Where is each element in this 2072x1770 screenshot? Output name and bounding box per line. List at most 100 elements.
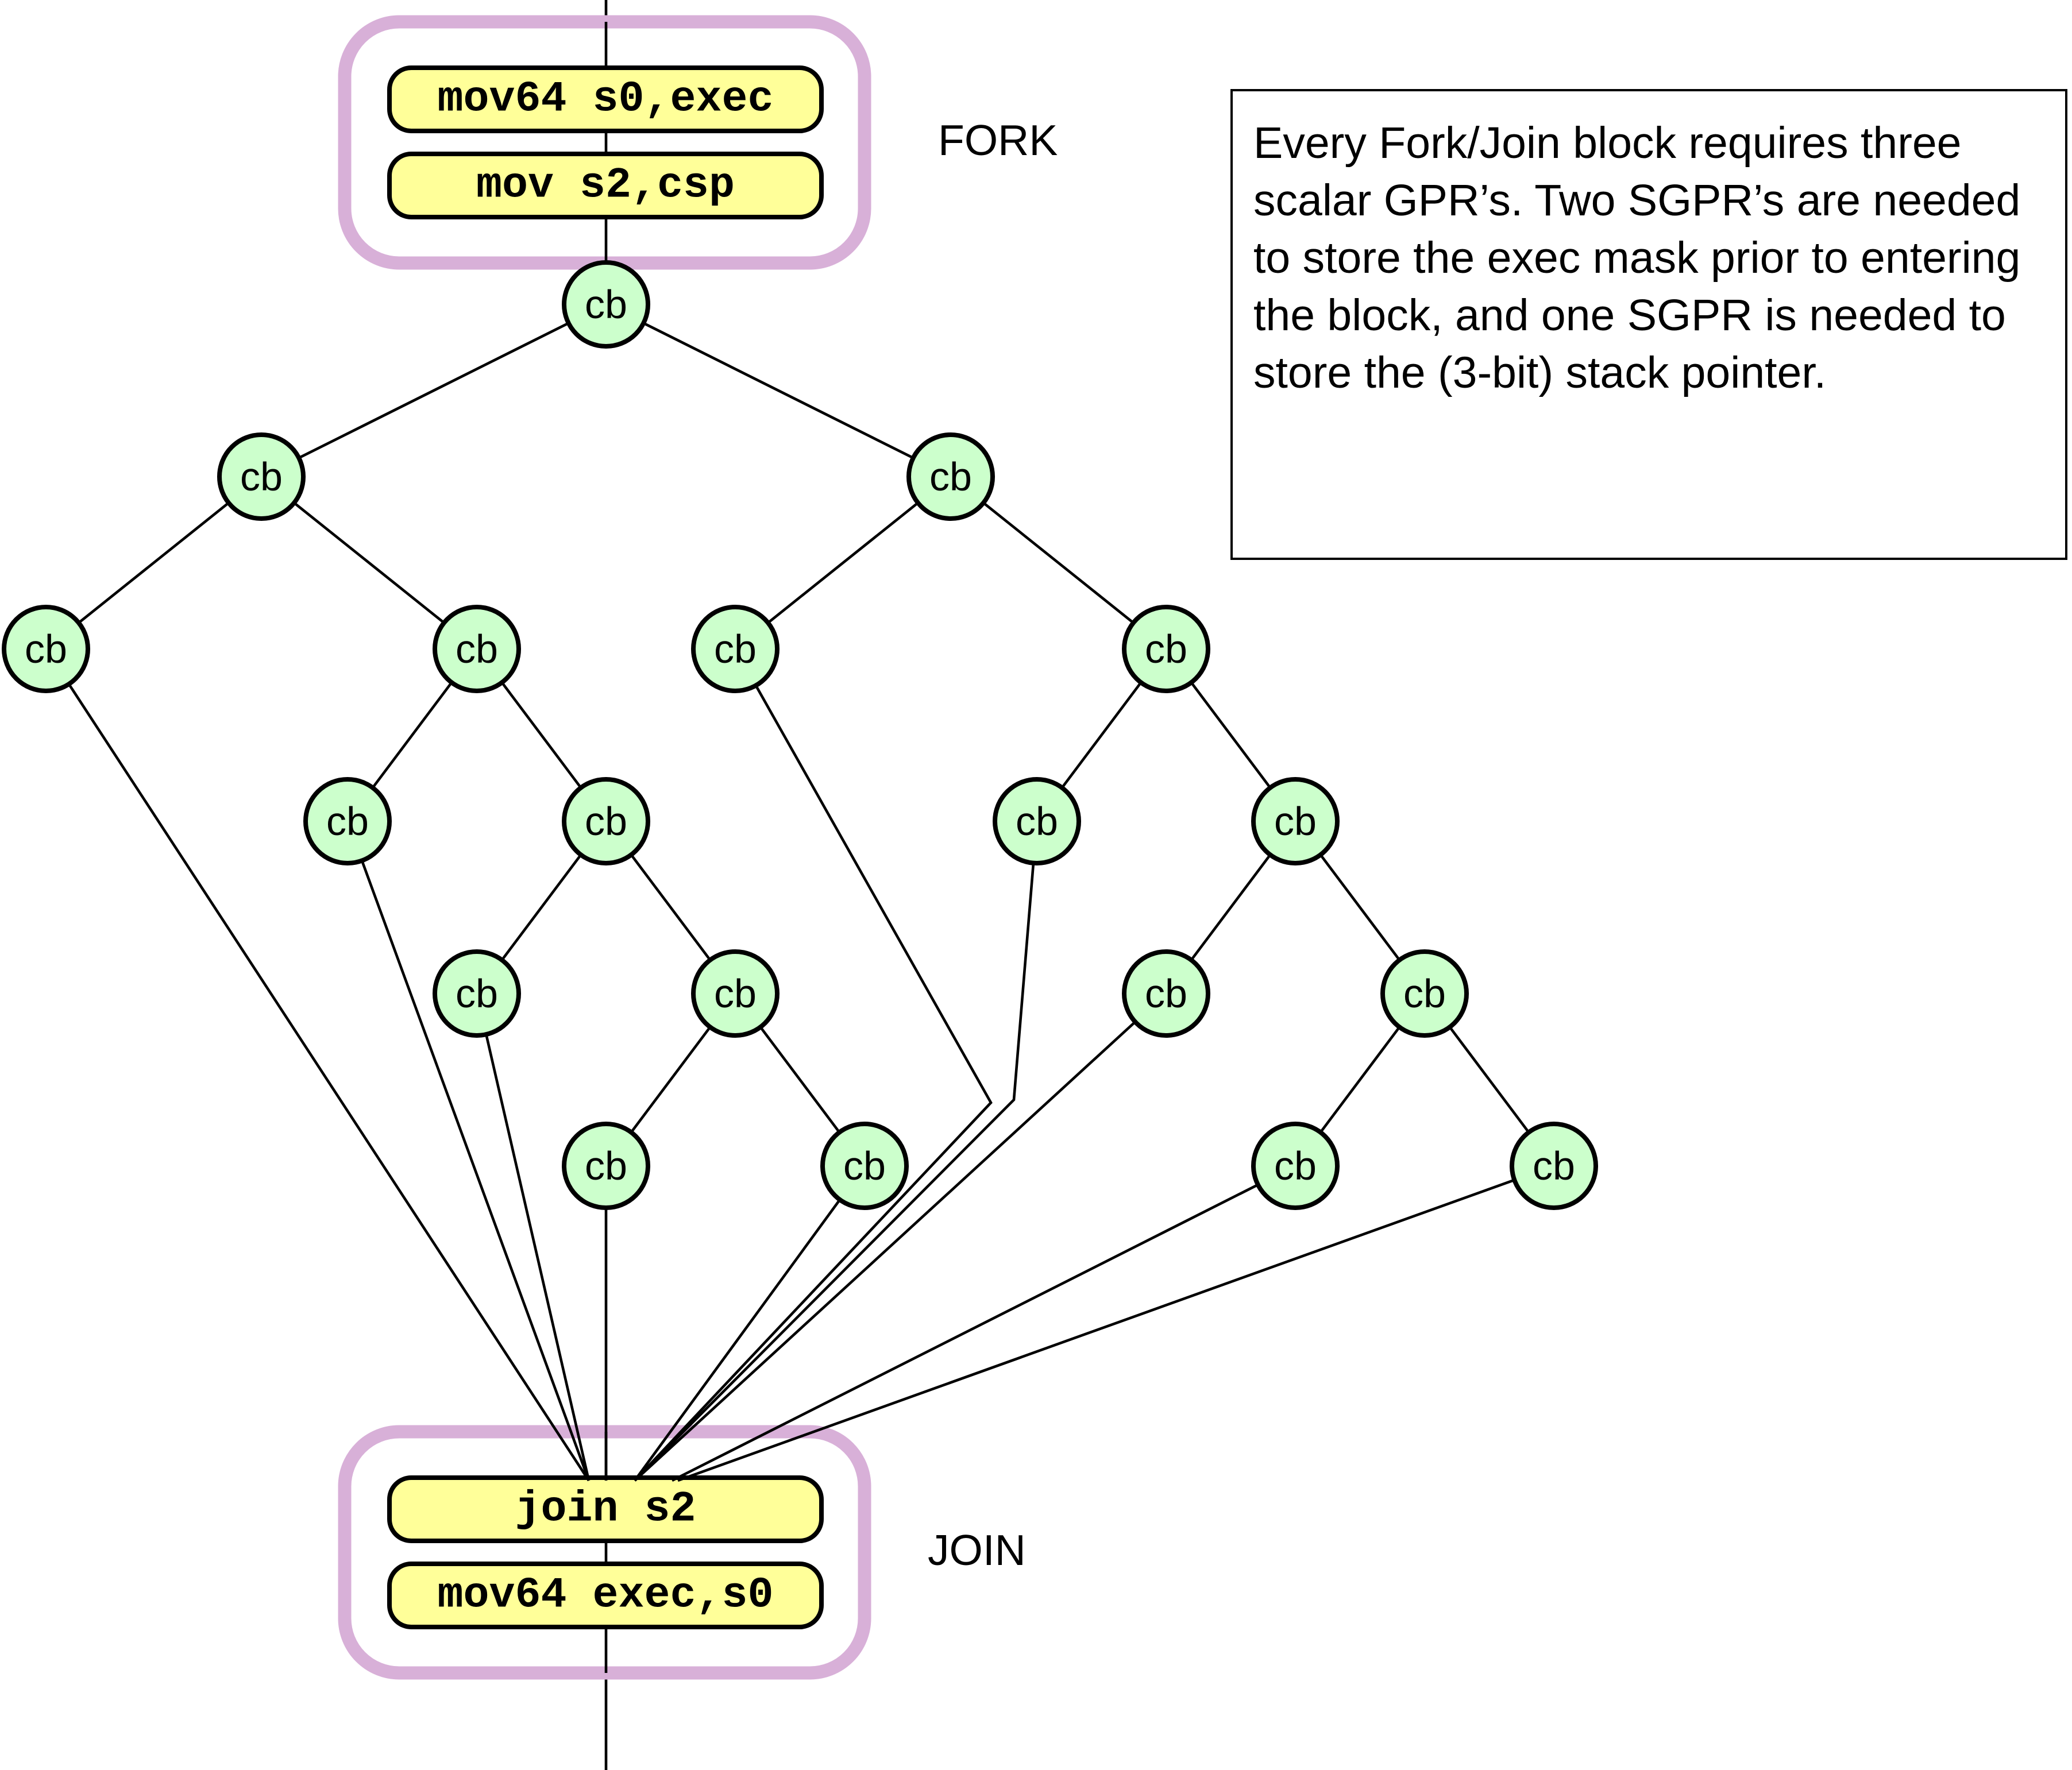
edge-RLL-join — [634, 863, 1035, 1482]
cb-node: cb — [691, 949, 780, 1038]
cb-node-circle — [1510, 1122, 1598, 1210]
cb-node-label: cb — [843, 1143, 886, 1188]
cb-node-label: cb — [1403, 971, 1446, 1016]
edge-RLRRL-join — [671, 1183, 1259, 1482]
cb-node-label: cb — [585, 282, 627, 327]
edge-root-L — [298, 322, 569, 459]
edge-LRRR-LRRRL — [630, 1026, 712, 1133]
join-instruction-box-2 — [387, 1562, 824, 1629]
control-block-nodes: cb cb cb cb cb cb cb cb cb cb cb cb cb cb cb cb cb cb cb — [2, 260, 1598, 1210]
cb-node: cb — [1122, 949, 1210, 1038]
cb-node-label: cb — [1016, 799, 1058, 844]
cb-node: cb — [562, 777, 650, 865]
cb-node-label: cb — [585, 799, 627, 844]
join-block: join s2 mov64 exec,s0 — [338, 1425, 871, 1680]
cb-node-circle — [691, 605, 780, 693]
cb-node-circle — [562, 777, 650, 865]
edge-L-LR — [293, 501, 445, 624]
cb-node-circle — [1251, 777, 1340, 865]
cb-node: cb — [217, 432, 306, 521]
cb-node-label: cb — [1145, 627, 1187, 671]
cb-node-label: cb — [1274, 799, 1317, 844]
fork-instruction-box-2 — [387, 152, 824, 219]
cb-node-label: cb — [456, 627, 498, 671]
cb-node-label: cb — [456, 971, 498, 1016]
cb-node-label: cb — [714, 627, 757, 671]
edge-R-RR — [982, 501, 1135, 624]
fork-block: mov64 s0,exec mov s2,csp — [338, 15, 871, 270]
edge-L-LL — [78, 501, 230, 624]
fork-instruction-2: mov s2,csp — [476, 161, 735, 210]
edge-RR-RLL — [1060, 682, 1143, 789]
cb-node-label: cb — [929, 454, 972, 499]
join-label: JOIN — [928, 1526, 1026, 1574]
edge-root-R — [643, 322, 914, 459]
cb-node-label: cb — [326, 799, 369, 844]
edge-RL-join — [634, 685, 993, 1482]
note-box: Every Fork/Join block requires three sca… — [1230, 89, 2067, 560]
cb-node-label: cb — [714, 971, 757, 1016]
edge-RR-RLR — [1190, 682, 1272, 789]
edge-LRRRR-join — [634, 1199, 841, 1482]
cb-node-circle — [1251, 1122, 1340, 1210]
cb-node: cb — [691, 605, 780, 693]
cb-node-circle — [562, 1122, 650, 1210]
fork-instruction-box-1 — [387, 65, 824, 133]
control-flow-edges — [67, 322, 1530, 1482]
cb-node: cb — [1122, 605, 1210, 693]
edge-LR-LRL — [371, 682, 453, 789]
cb-node-circle — [1122, 949, 1210, 1038]
cb-node-circle — [820, 1122, 909, 1210]
cb-node-label: cb — [1533, 1143, 1575, 1188]
cb-node-circle — [433, 605, 521, 693]
cb-node-circle — [217, 432, 306, 521]
edge-RLRL-join — [634, 1021, 1136, 1482]
edge-LRRL-join — [485, 1034, 591, 1481]
cb-node: cb — [1251, 777, 1340, 865]
cb-node: cb — [2, 605, 90, 693]
join-instruction-2: mov64 exec,s0 — [437, 1571, 773, 1620]
cb-node-circle — [1380, 949, 1469, 1038]
edge-RLRRR-join — [677, 1178, 1515, 1482]
join-instruction-1: join s2 — [515, 1485, 696, 1534]
cb-node: cb — [303, 777, 392, 865]
cb-node: cb — [820, 1122, 909, 1210]
cb-node-label: cb — [25, 627, 67, 671]
cb-node-circle — [906, 432, 995, 521]
cb-node: cb — [1510, 1122, 1598, 1210]
cb-node: cb — [906, 432, 995, 521]
cb-node-label: cb — [1274, 1143, 1317, 1188]
edge-LRR-LRRR — [630, 854, 712, 961]
cb-node-label: cb — [240, 454, 283, 499]
edge-R-RL — [767, 501, 919, 624]
cb-node-circle — [993, 777, 1081, 865]
cb-node: cb — [1380, 949, 1469, 1038]
edge-LL-join — [67, 683, 590, 1482]
edge-LRRR-LRRRR — [759, 1026, 841, 1133]
edge-RLR-RLRR — [1319, 854, 1401, 961]
note-text: Every Fork/Join block requires three sca… — [1253, 118, 2021, 397]
edge-RLRR-RLRRR — [1448, 1026, 1530, 1133]
cb-node-circle — [691, 949, 780, 1038]
edge-LR-LRR — [500, 682, 582, 789]
cb-node-circle — [2, 605, 90, 693]
edge-RLR-RLRL — [1190, 854, 1272, 961]
cb-node-circle — [562, 260, 650, 349]
edge-LRR-LRRL — [500, 854, 582, 961]
cb-node-circle — [433, 949, 521, 1038]
edge-RLRR-RLRRL — [1319, 1026, 1401, 1133]
cb-node: cb — [562, 260, 650, 349]
fork-label: FORK — [938, 116, 1058, 164]
cb-node: cb — [1251, 1122, 1340, 1210]
join-frame — [338, 1425, 871, 1680]
cb-node: cb — [993, 777, 1081, 865]
cb-node: cb — [562, 1122, 650, 1210]
cb-node-circle — [303, 777, 392, 865]
edge-LRL-join — [360, 860, 591, 1481]
fork-instruction-1: mov64 s0,exec — [437, 75, 773, 124]
cb-node: cb — [433, 949, 521, 1038]
cb-node: cb — [433, 605, 521, 693]
fork-frame — [338, 15, 871, 270]
cb-node-label: cb — [1145, 971, 1187, 1016]
